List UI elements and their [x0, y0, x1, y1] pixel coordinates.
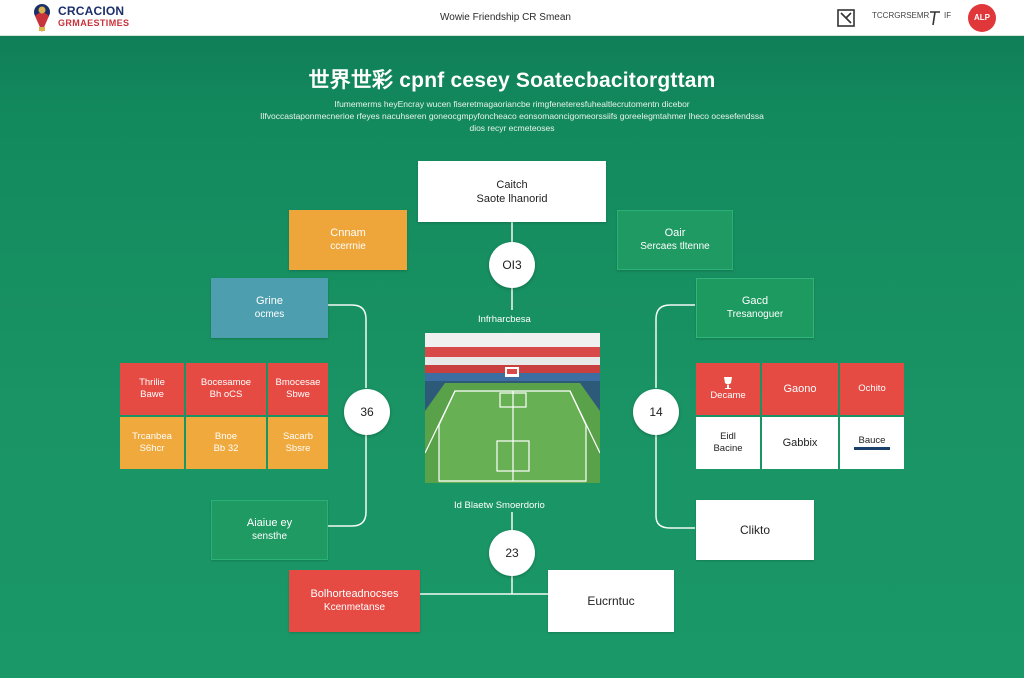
left-bottom-node-title: Aiaiue ey [246, 517, 293, 529]
stadium-image[interactable] [425, 333, 600, 483]
right-bottom-node[interactable]: Clikto [696, 500, 814, 560]
right-top-node-subtitle: Sercaes tltenne [640, 241, 710, 252]
top-node-subtitle: Saote lhanorid [476, 192, 548, 205]
bottom-score-circle[interactable]: 23 [489, 530, 535, 576]
bar-icon [854, 447, 890, 450]
right-score-circle[interactable]: 14 [633, 389, 679, 435]
right-grid-cell[interactable]: Gaono [762, 363, 838, 415]
right-grid-cell[interactable]: Gabbix [762, 417, 838, 469]
top-node-title: Caitch [496, 178, 528, 191]
cell-value: Bh oCS [209, 389, 243, 400]
right-top-node-title: Oair [664, 227, 686, 239]
cell-value: Bawe [140, 389, 164, 400]
top-score-circle[interactable]: OI3 [489, 242, 535, 288]
left-bottom-node-subtitle: sensthe [251, 531, 288, 542]
grid-icon[interactable] [836, 8, 856, 28]
cell-label: Bmocesae [275, 377, 321, 388]
subtitle-line-1: Ifumemerms heyEncray wucen fiseretmagaor… [334, 99, 690, 109]
right-mid-node-title: Gacd [741, 295, 769, 307]
left-bottom-node[interactable]: Aiaiue ey sensthe [211, 500, 328, 560]
right-mid-node-subtitle: Tresanoguer [726, 309, 784, 320]
stadium-caption-bottom: Id Blaetw Smoerdorio [454, 500, 545, 511]
top-node[interactable]: Caitch Saote lhanorid [418, 161, 606, 222]
world-cup-logo-icon[interactable] [30, 3, 54, 33]
cell-value: Decame [710, 390, 746, 401]
left-top-node-subtitle: ccerrnie [330, 241, 366, 252]
left-mid-node-subtitle: ocmes [254, 309, 285, 320]
right-mid-node[interactable]: Gacd Tresanoguer [696, 278, 814, 338]
subtitle-line-3: dios recyr ecmeteoses [469, 123, 555, 133]
cell-value: Sbsre [285, 443, 311, 454]
left-mid-node-title: Grine [256, 295, 283, 307]
brand-line-1: CRCACION [58, 4, 125, 18]
trophy-icon [724, 377, 732, 389]
nav-link-primary[interactable]: TCCRGRSEMR [872, 11, 930, 20]
cell-label: Bocesamoe [200, 377, 252, 388]
right-grid-cell[interactable]: Bauce [840, 417, 904, 469]
top-bar: CRCACION GRMAESTIMES Wowie Friendship CR… [0, 0, 1024, 36]
right-top-node[interactable]: Oair Sercaes tltenne [617, 210, 733, 270]
bottom-white-node[interactable]: Eucrntuc [548, 570, 674, 632]
right-grid-cell[interactable]: Ochito [840, 363, 904, 415]
cell-label: Gabbix [782, 437, 818, 449]
brand-line-2: GRMAESTIMES [58, 18, 130, 28]
stadium-caption-top: Infrharcbesa [478, 314, 531, 325]
left-top-node[interactable]: Cnnam ccerrnie [289, 210, 407, 270]
subtitle-line-2: Ilfvoccastaponmecnerioe rfeyes nacuhsere… [260, 111, 764, 121]
cell-value: S6hcr [139, 443, 165, 454]
nav-link-secondary[interactable]: IF [944, 11, 952, 20]
user-badge[interactable]: ALP [968, 4, 996, 32]
cell-label: Thrilie [139, 377, 165, 388]
cell-label: Bnoe [214, 431, 238, 442]
cell-label: Gaono [783, 383, 817, 395]
tool-icon[interactable] [928, 8, 942, 28]
cell-value: Sbwe [286, 389, 310, 400]
right-grid-cell[interactable]: Decame [696, 363, 760, 415]
header-title: Wowie Friendship CR Smean [440, 12, 571, 23]
bottom-red-node[interactable]: Bolhorteadnocses Kcenmetanse [289, 570, 420, 632]
cell-label: Eidl [720, 431, 736, 442]
left-top-node-title: Cnnam [330, 227, 366, 239]
cell-label: Bauce [858, 435, 886, 446]
cell-label: Ochito [858, 383, 886, 394]
cell-value: Bacine [713, 443, 743, 454]
left-mid-node[interactable]: Grine ocmes [211, 278, 328, 338]
brand-name[interactable]: CRCACION GRMAESTIMES [58, 5, 129, 29]
page-title: 世界世彩 cpnf cesey Soatecbacitorgttam [308, 69, 716, 92]
bottom-red-node-subtitle: Kcenmetanse [323, 602, 386, 613]
cell-value: Bb 32 [213, 443, 239, 454]
left-score-circle[interactable]: 36 [344, 389, 390, 435]
cell-label: Sacarb [282, 431, 314, 442]
bottom-red-node-title: Bolhorteadnocses [310, 588, 399, 600]
cell-label: Trcanbea [132, 431, 172, 442]
